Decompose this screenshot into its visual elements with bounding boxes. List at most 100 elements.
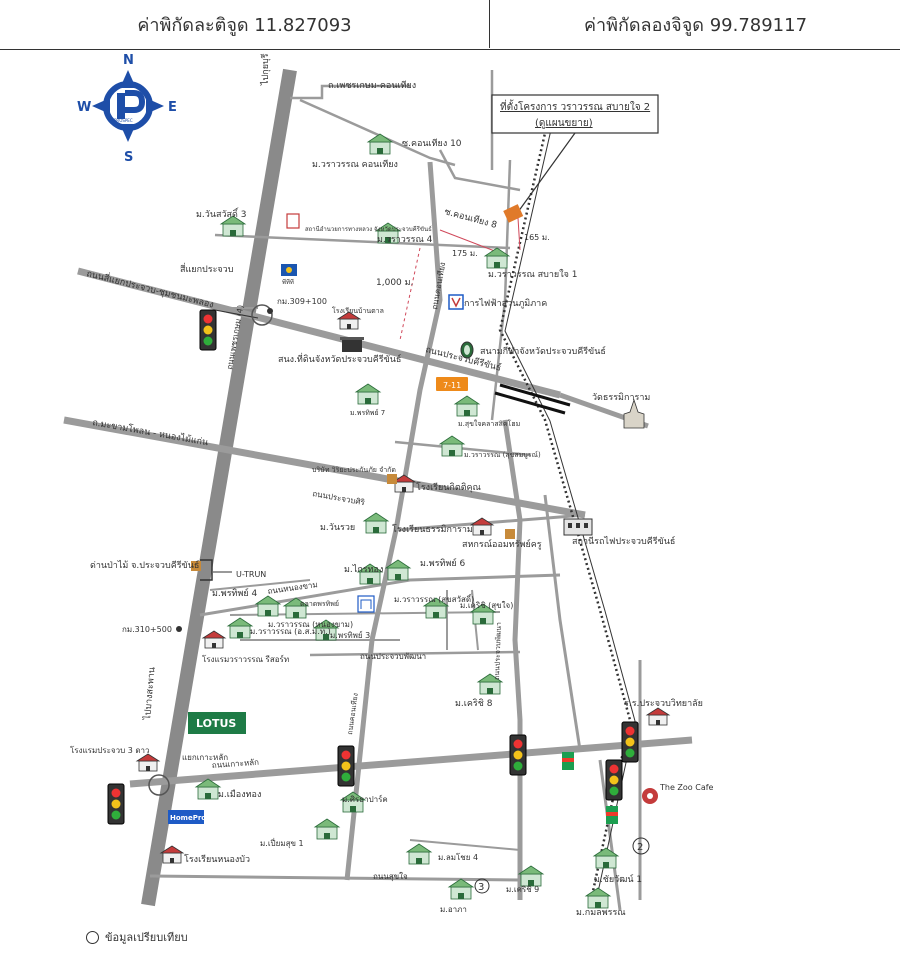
label-vw-sukmuang: ม.วราวรรณ (สุขสมบูรณ์) — [464, 451, 541, 459]
traffic-light-icon — [621, 721, 639, 763]
label-vw-asanakom: ม.วราวรรณ (อ.ส.ม.ท.) — [250, 627, 331, 636]
legend-footnote: ข้อมูลเปรียบเทียบ — [86, 928, 188, 946]
pea-icon — [448, 294, 464, 310]
highway-phetkasem — [141, 68, 297, 907]
house-icon — [518, 865, 544, 887]
forest-office-icon — [191, 561, 201, 571]
marker-3 — [474, 878, 490, 894]
label-kris8: ม.เคริชิ 8 — [455, 698, 493, 709]
house-icon — [484, 247, 510, 269]
school-icon — [646, 707, 670, 726]
house-icon — [448, 878, 474, 900]
house-icon — [593, 847, 619, 869]
label-uturn: U-TRUN — [236, 570, 266, 579]
compass-logo-text: PROSPEC — [114, 118, 133, 123]
label-siriwan: ม.ศิรธาปาร์ค — [342, 794, 388, 804]
label-lomjoy: ม.ลมโชย 4 — [438, 852, 478, 862]
label-prachuapsiri-road: ถนนประจวบศิริ — [312, 489, 367, 507]
railway-station-icon — [563, 518, 593, 536]
seven-eleven-label: 7-11 — [443, 381, 461, 390]
label-pea: การไฟฟ้าส่วนภูมิภาค — [464, 298, 547, 309]
label-insurance: บริษัท วิริยะประกันภัย จำกัด — [312, 466, 396, 474]
company-logo-icon — [117, 93, 125, 119]
house-icon — [454, 395, 480, 417]
lotus-label: LOTUS — [196, 717, 236, 730]
road-sakaeo — [77, 267, 561, 399]
homepro-store-icon: HomePro — [168, 810, 206, 824]
label-km-309: กม.309+100 — [277, 297, 327, 306]
label-pornthip6: ม.พรทิพย์ 6 — [420, 557, 466, 569]
label-kaholak-road: ถนนเกาะหลัก — [212, 758, 260, 770]
house-icon — [439, 435, 465, 457]
stadium-icon — [460, 341, 474, 359]
traffic-light-icon — [107, 783, 125, 825]
label-coop: สหกรณ์ออมทรัพย์ครู — [462, 538, 542, 550]
label-school-bantai: โรงเรียนบ้านตาล — [332, 306, 384, 315]
road-kaholak — [129, 736, 693, 788]
label-wat: วัดธรรมิการาม — [592, 392, 650, 403]
label-school-thammikaram: โรงเรียนธรรมิการาม — [392, 524, 473, 535]
label-konlapat: ม.กมลพรรณ — [576, 908, 626, 918]
label-school-kittikun: โรงเรียนกิตติคุณ — [416, 482, 481, 493]
label-land-office: สนง.ที่ดินจังหวัดประจวบคีรีขันธ์ — [278, 352, 401, 365]
road-khonhiang — [344, 161, 443, 881]
house-icon — [363, 512, 389, 534]
callout-title: ที่ตั้งโครงการ วราวรรณ สบายใจ 2 — [500, 99, 650, 113]
land-office-icon — [340, 337, 364, 352]
label-arang: ม.อาภา — [440, 905, 467, 914]
label-muangthong: ม.เมืองทอง — [218, 789, 261, 800]
temple-icon — [623, 398, 645, 429]
callout-subtitle: (ดูแผนขยาย) — [535, 118, 593, 129]
label-vw-nongkham: ม.วราวรรณ (หนองขาม) — [268, 620, 353, 629]
label-chaiwat: ม.ชัยวัฒน์ 1 — [594, 873, 642, 885]
label-kaholak-junction: แยกเกาะหลัก — [182, 753, 228, 762]
label-to-bangsaphan: ไปบางสะพาน — [142, 667, 158, 722]
distance-1000: 1,000 ม. — [376, 278, 413, 288]
house-icon — [227, 617, 253, 639]
footnote-text: ข้อมูลเปรียบเทียบ — [105, 931, 188, 944]
label-kris-sukjai: ม.เคริชิ (สุขใจ) — [460, 601, 513, 610]
label-pornthip4: ม.พรทิพย์ 4 — [212, 587, 258, 599]
label-hillside-road: ถนนประจวบพัฒนา — [493, 622, 503, 680]
label-stadium: สนามกีฬาจังหวัดประจวบคีรีขันธ์ — [480, 345, 606, 357]
market-icon — [357, 595, 375, 613]
label-sukjai: ม.สุขใจคลาสสิคโฮม — [458, 419, 520, 428]
school-icon — [202, 630, 226, 649]
project-callout: ที่ตั้งโครงการ วราวรรณ สบายใจ 2 (ดูแผนขย… — [491, 94, 659, 223]
label-vw4: ม.วราวรรณ 4 — [377, 235, 433, 245]
zoo-cafe-icon — [642, 788, 658, 804]
latitude-label: ค่าพิกัดละติจูด 11.827093 — [0, 0, 490, 48]
label-km-310: กม.310+500 — [122, 625, 172, 634]
insurance-icon — [387, 474, 397, 484]
highway-station-icon — [286, 213, 300, 229]
label-hotel-prachuap3: โรงแรมประจวบ 3 ดาว — [70, 745, 150, 755]
fuel-station-icon — [281, 264, 297, 276]
road-makham — [63, 416, 586, 519]
label-kris9: ม.เคริชิ 9 — [506, 885, 539, 894]
label-kraithong: ม.ไกรทอง — [344, 564, 383, 575]
label-petchkasem-khonhiang: ถ.เพชรเกษม-คอนเทียง — [328, 80, 416, 91]
label-khonhiang-road: ถนนคอนเทียง — [430, 261, 447, 310]
label-hotel-resort: โรงแรมวราวรรณ รีสอร์ท — [202, 654, 289, 664]
traffic-light-icon — [199, 309, 217, 351]
traffic-light-icon — [605, 759, 623, 801]
compass-e: E — [168, 100, 177, 115]
traffic-light-icon — [509, 734, 527, 776]
label-sakaeo-junction: สี่แยกประจวบ — [180, 262, 234, 275]
label-pornthip3: ม.พรทิพย์ 3 — [330, 630, 370, 640]
label-khonhiang-road2: ถนนคอนเทียง — [346, 693, 360, 736]
label-market: ตลาดพรทิพย์ — [300, 600, 339, 608]
marker-2 — [632, 837, 650, 855]
house-icon — [585, 887, 611, 909]
roads — [63, 68, 693, 911]
traffic-light-icon — [337, 745, 355, 787]
label-wansawat3: ม.วันสวัสดิ์ 3 — [196, 207, 246, 220]
compass-s: S — [124, 150, 133, 165]
label-fuel: พีทีที — [282, 278, 294, 286]
seven-eleven-store-icon — [562, 752, 574, 770]
coop-icon — [505, 529, 515, 539]
distance-165: 165 ม. — [524, 233, 550, 242]
school-icon — [470, 517, 494, 536]
label-forest: ด่านป่าไม้ จ.ประจวบคีรีขันธ์ — [90, 559, 199, 571]
label-khonhiang10: ซ.คอนเทียง 10 — [402, 138, 462, 149]
